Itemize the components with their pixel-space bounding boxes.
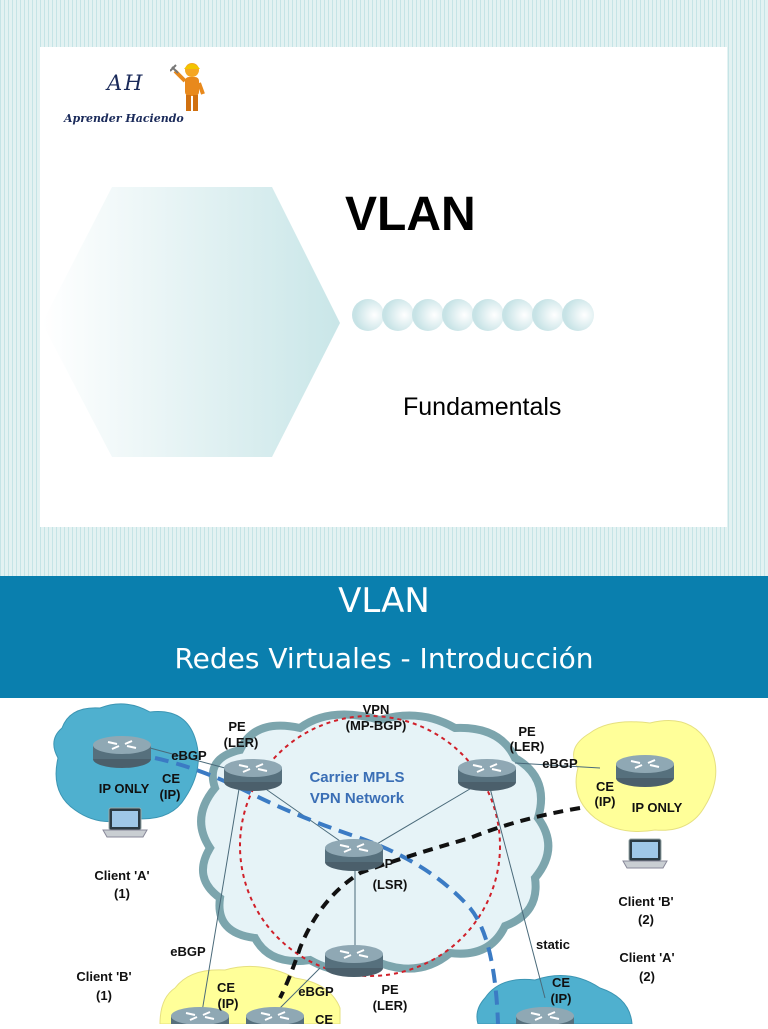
slide-subtitle: Fundamentals [403,393,562,421]
slide2-subtitle: Redes Virtuales - Introducción [174,642,594,675]
client-a2-site [476,975,633,1025]
worker-figure-icon [170,63,205,111]
ce-router-client-b2 [615,754,675,788]
pe-router-right [457,758,517,792]
carrier-network-label: VPN Network [310,790,405,807]
mpls-vpn-diagram: VPN (MP-BGP) PE (LER) PE (LER) eBGP eBGP… [0,698,768,1029]
logo: AH Aprender Haciendo [62,59,212,139]
vpn-label: VPN [363,702,390,717]
logo-initials: AH [107,71,145,95]
ler-label: (LER) [510,739,545,754]
links [149,747,601,1025]
ce-ip-label: (IP) [595,794,616,809]
slide2-title: VLAN [338,581,430,621]
pe-router-bottom [324,944,384,978]
decorative-dots-row [352,299,594,331]
ce-ip-label: (IP) [218,996,239,1011]
slide2-header: VLAN Redes Virtuales - Introducción [0,576,768,698]
ip-only-label: IP ONLY [99,781,150,796]
pe-label: PE [518,724,536,739]
carrier-network-label: Carrier MPLS [309,769,404,786]
pe-router-left [223,758,283,792]
title-slide: AH Aprender Haciendo VLAN [0,0,768,576]
ebgp-label: eBGP [170,944,206,959]
ce-label: CE [315,1012,333,1024]
ler-label: (LER) [373,998,408,1013]
client-b-vpn-path [278,806,581,999]
ce-ip-label: (IP) [551,991,572,1006]
p-label: P [385,856,394,871]
ler-label: (LER) [224,735,259,750]
client-number: (2) [639,969,655,984]
ip-only-label: IP ONLY [632,800,683,815]
ebgp-label: eBGP [171,748,207,763]
client-label: Client 'A' [619,950,674,965]
ce-ip-label: (IP) [160,787,181,802]
client-number: (1) [96,988,112,1003]
laptop-icon [622,838,668,869]
ce-label: CE [596,779,614,794]
client-label: Client 'B' [618,894,673,909]
client-label: Client 'B' [76,969,131,984]
ce-router-client-a1 [92,735,152,769]
decorative-hexagon [42,187,340,457]
mpls-vpn-diagram-svg: VPN (MP-BGP) PE (LER) PE (LER) eBGP eBGP… [53,702,717,1029]
vpn-boundary [239,715,501,977]
client-label: Client 'A' [94,868,149,883]
title-slide-card: AH Aprender Haciendo VLAN [40,47,727,527]
ebgp-label: eBGP [298,984,334,999]
vpn-protocol-label: (MP-BGP) [346,718,407,733]
logo-name: Aprender Haciendo [64,112,184,125]
laptop-icon [102,807,148,838]
client-number: (1) [114,886,130,901]
static-label: static [536,937,570,952]
ce-label: CE [217,980,235,995]
client-number: (2) [638,912,654,927]
ebgp-label: eBGP [542,756,578,771]
pe-label: PE [381,982,399,997]
lsr-label: (LSR) [373,877,408,892]
pe-label: PE [228,719,246,734]
client-a-vpn-path [154,756,500,1025]
ce-label: CE [162,771,180,786]
slide-title: VLAN [345,188,476,241]
ce-label: CE [552,975,570,990]
p-router-core [324,838,384,872]
